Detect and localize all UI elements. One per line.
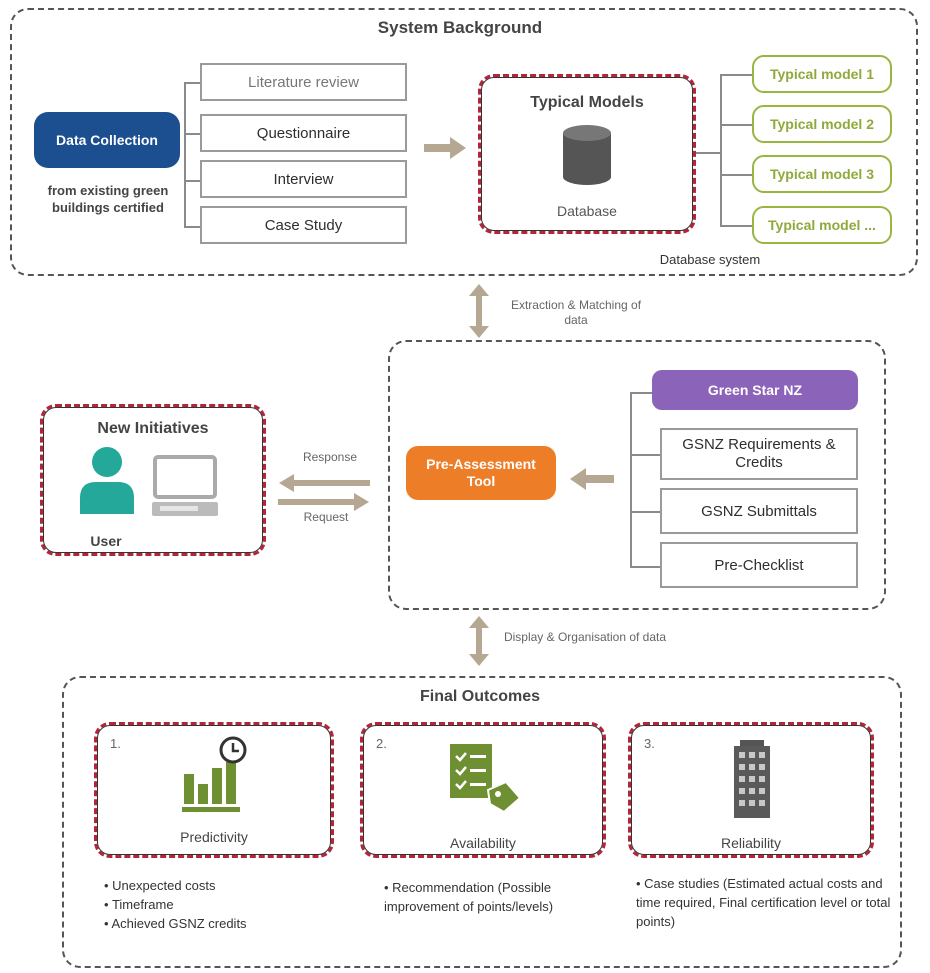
bullet-item: Unexpected costs	[104, 876, 334, 895]
typical-models-title: Typical Models	[530, 94, 644, 111]
typical-model-3: Typical model 3	[752, 155, 892, 193]
models-tree-tick-2	[720, 124, 752, 126]
method-interview: Interview	[200, 160, 407, 198]
pre-assessment-panel	[388, 340, 886, 610]
pre-assessment-tool-box: Pre-Assessment Tool	[406, 446, 556, 500]
models-tree-tick-4	[720, 225, 752, 227]
green-star-nz-label: Green Star NZ	[707, 382, 803, 398]
bar-chart-clock-icon	[182, 736, 247, 812]
outcome-label-predictivity: Predictivity	[180, 829, 248, 845]
building-icon	[734, 740, 770, 818]
bullet-item: Achieved GSNZ credits	[104, 914, 334, 933]
bullet-item: Case studies (Estimated actual costs and…	[636, 874, 898, 931]
user-icon	[80, 447, 134, 514]
final-outcomes-title: Final Outcomes	[419, 688, 541, 705]
models-link-line	[696, 152, 720, 154]
gsnz-submittals-box: GSNZ Submittals	[660, 488, 858, 534]
pre-assessment-tool-label: Pre-Assessment Tool	[426, 456, 536, 489]
gsnz-bracket-tick-3	[630, 566, 660, 568]
gsnz-requirements-box: GSNZ Requirements & Credits	[660, 428, 858, 480]
green-star-nz-box: Green Star NZ	[652, 370, 858, 410]
bullet-item: Recommendation (Possible improvement of …	[384, 878, 600, 916]
outcome-bullets-reliability: Case studies (Estimated actual costs and…	[636, 874, 898, 931]
extraction-label: Extraction & Matching of data	[510, 298, 642, 327]
methods-bracket-vertical	[184, 82, 186, 228]
gsnz-bracket-vertical	[630, 392, 632, 568]
method-questionnaire: Questionnaire	[200, 114, 407, 152]
database-icon	[563, 125, 611, 185]
request-label: Request	[303, 510, 349, 524]
method-case-study: Case Study	[200, 206, 407, 244]
final-outcomes-panel	[62, 676, 902, 968]
outcome-bullets-predictivity: Unexpected costs Timeframe Achieved GSNZ…	[104, 876, 334, 933]
double-arrow-vertical-icon	[469, 284, 489, 338]
system-background-title: System Background	[377, 18, 543, 37]
checklist-tag-icon	[450, 744, 522, 814]
response-label: Response	[302, 450, 358, 464]
gsnz-bracket-tick-0	[630, 392, 652, 394]
gsnz-bracket-tick-1	[630, 454, 660, 456]
models-tree-tick-1	[720, 74, 752, 76]
method-literature-review: Literature review	[200, 63, 407, 101]
arrow-right-icon	[424, 137, 466, 159]
typical-models-box	[478, 74, 696, 234]
computer-icon	[152, 455, 218, 516]
methods-bracket-tick-4	[184, 226, 200, 228]
outcome-number-1: 1.	[110, 736, 121, 751]
methods-bracket-tick-3	[184, 180, 200, 182]
typical-model-1: Typical model 1	[752, 55, 892, 93]
database-label: Database	[557, 203, 617, 219]
data-collection-box: Data Collection	[34, 112, 180, 168]
outcome-bullets-availability: Recommendation (Possible improvement of …	[384, 878, 600, 916]
data-collection-label: Data Collection	[56, 132, 158, 148]
outcome-label-availability: Availability	[450, 835, 516, 851]
arrow-request-icon	[278, 493, 369, 511]
models-tree-tick-3	[720, 174, 752, 176]
gsnz-bracket-tick-2	[630, 511, 660, 513]
system-background-panel	[10, 8, 918, 276]
database-system-label: Database system	[659, 252, 761, 267]
data-collection-caption: from existing green buildings certified	[47, 183, 169, 215]
bullet-item: Timeframe	[104, 895, 334, 914]
outcome-label-reliability: Reliability	[721, 835, 781, 851]
methods-bracket-tick-2	[184, 133, 200, 135]
methods-bracket-tick-1	[184, 82, 200, 84]
outcome-number-3: 3.	[644, 736, 655, 751]
new-initiatives-title: New Initiatives	[97, 420, 209, 437]
double-arrow-vertical-icon-2	[469, 616, 489, 666]
arrow-left-icon	[570, 468, 614, 490]
typical-model-2: Typical model 2	[752, 105, 892, 143]
pre-checklist-box: Pre-Checklist	[660, 542, 858, 588]
user-label: User	[90, 533, 122, 549]
models-tree-vertical	[720, 74, 722, 226]
gsnz-requirements-label: GSNZ Requirements & Credits	[682, 436, 836, 471]
arrow-response-icon	[279, 474, 370, 492]
typical-model-more: Typical model ...	[752, 206, 892, 244]
display-label: Display & Organisation of data	[503, 630, 667, 644]
outcome-number-2: 2.	[376, 736, 387, 751]
